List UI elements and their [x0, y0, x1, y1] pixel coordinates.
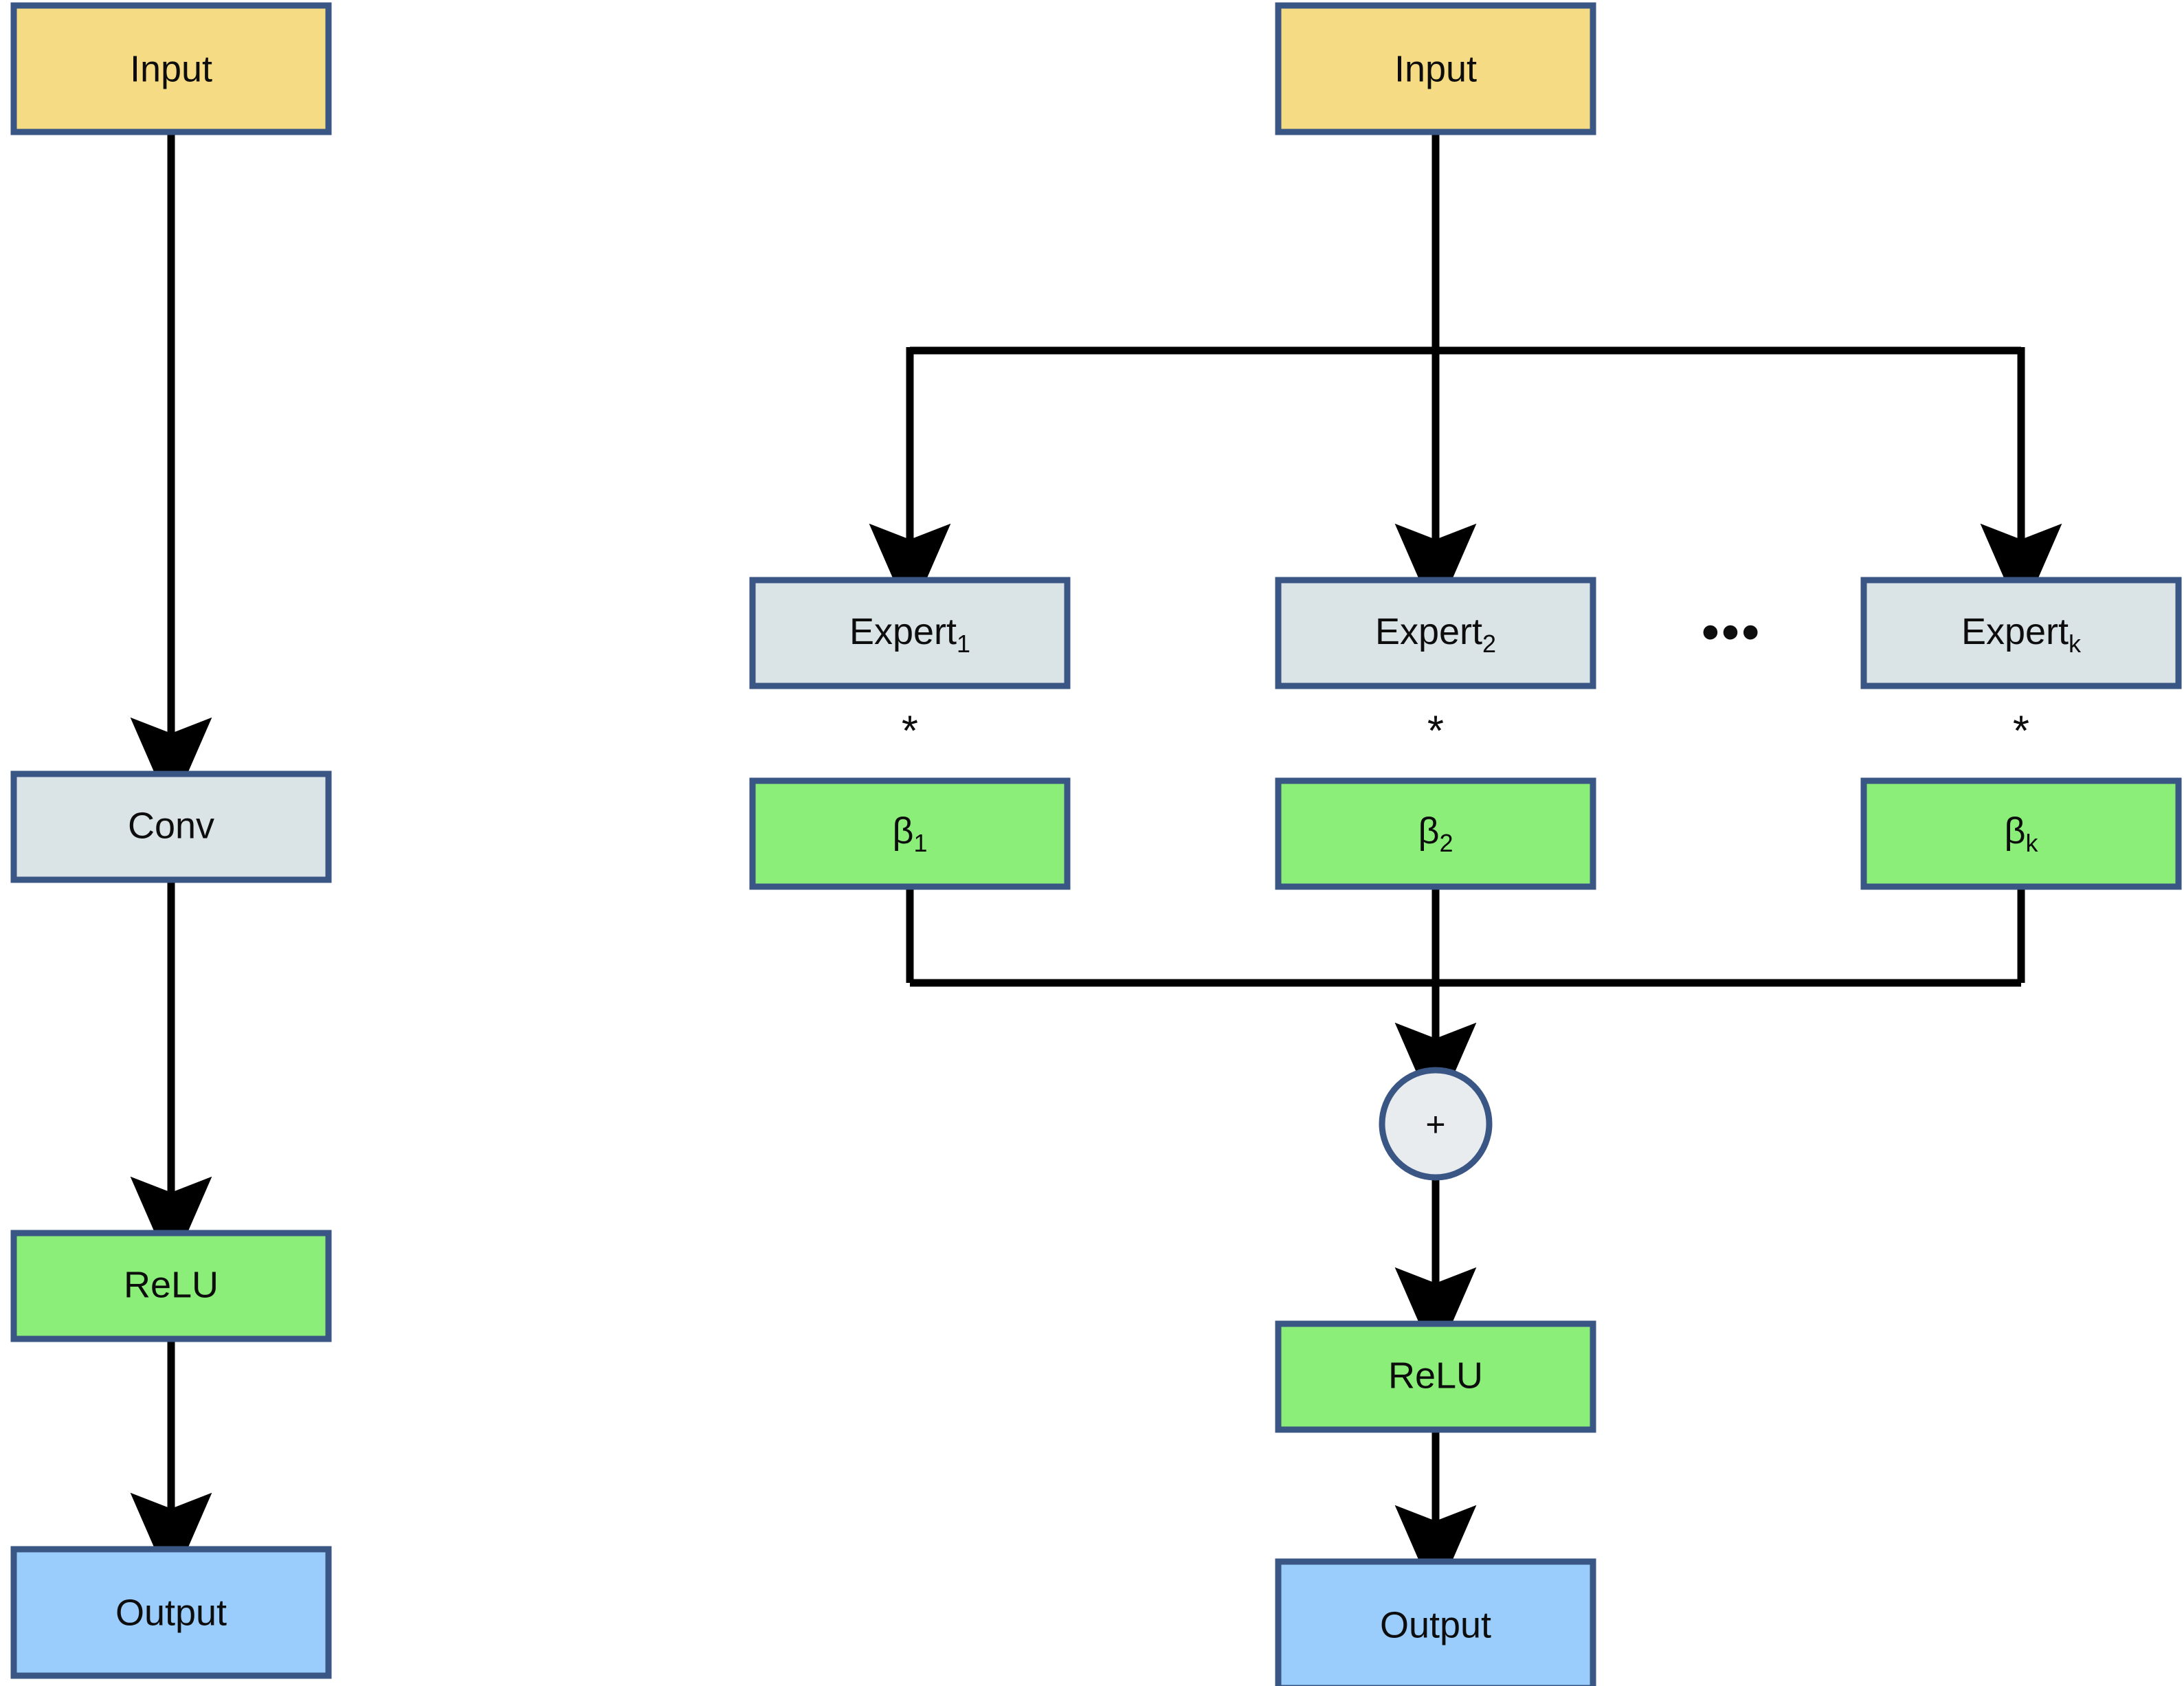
- node-right-output-shape: [1275, 1558, 1596, 1686]
- node-beta-2-label: β2: [1418, 810, 1453, 856]
- multiply-operator-1: *: [902, 707, 918, 755]
- node-expert-1[interactable]: Expert1: [749, 577, 1071, 689]
- node-left-conv[interactable]: Conv: [10, 770, 332, 883]
- node-left-relu[interactable]: ReLU: [10, 1230, 332, 1342]
- node-sum-shape: [1379, 1067, 1493, 1181]
- node-expert-1-label: Expert1: [849, 611, 970, 657]
- experts-ellipsis: •••: [1702, 605, 1762, 660]
- node-beta-2-shape: [1275, 777, 1596, 890]
- node-expert-k-shape: [1860, 577, 2182, 689]
- node-left-output[interactable]: Output: [10, 1546, 332, 1679]
- node-beta-1-label: β1: [892, 810, 927, 856]
- node-left-output-shape: [10, 1546, 332, 1679]
- node-left-relu-label: ReLU: [124, 1264, 219, 1305]
- node-expert-2-label: Expert2: [1375, 611, 1496, 657]
- node-expert-k-label: Expertk: [1961, 611, 2082, 657]
- node-right-output[interactable]: Output: [1275, 1558, 1596, 1686]
- node-right-relu-shape: [1275, 1320, 1596, 1433]
- node-expert-k[interactable]: Expertk: [1860, 577, 2182, 689]
- node-right-input[interactable]: Input: [1275, 2, 1596, 135]
- node-left-output-label: Output: [115, 1592, 227, 1633]
- standard-conv-panel: Input Conv ReLU Output: [10, 2, 332, 1679]
- node-right-relu[interactable]: ReLU: [1275, 1320, 1596, 1433]
- node-right-output-label: Output: [1380, 1604, 1491, 1645]
- multiply-operator-2: *: [1427, 707, 1444, 755]
- node-expert-1-shape: [749, 577, 1071, 689]
- node-beta-1[interactable]: β1: [749, 777, 1071, 890]
- multiply-operator-k: *: [2013, 707, 2029, 755]
- node-beta-k-label: βk: [2004, 810, 2038, 856]
- node-right-input-label: Input: [1394, 48, 1477, 89]
- node-sum-label: +: [1425, 1105, 1445, 1144]
- node-sum[interactable]: +: [1379, 1067, 1493, 1181]
- node-left-input[interactable]: Input: [10, 2, 332, 135]
- node-beta-1-shape: [749, 777, 1071, 890]
- node-right-input-shape: [1275, 2, 1596, 135]
- node-expert-2[interactable]: Expert2: [1275, 577, 1596, 689]
- node-beta-2[interactable]: β2: [1275, 777, 1596, 890]
- node-expert-2-shape: [1275, 577, 1596, 689]
- node-right-relu-label: ReLU: [1388, 1355, 1483, 1396]
- node-left-conv-shape: [10, 770, 332, 883]
- node-left-input-label: Input: [130, 48, 212, 89]
- mixture-of-experts-panel: Input Expert1 Expert2 ••• Expertk *: [749, 2, 2182, 1686]
- node-left-relu-shape: [10, 1230, 332, 1342]
- node-left-conv-label: Conv: [128, 805, 214, 846]
- node-beta-k-shape: [1860, 777, 2182, 890]
- node-beta-k[interactable]: βk: [1860, 777, 2182, 890]
- node-left-input-shape: [10, 2, 332, 135]
